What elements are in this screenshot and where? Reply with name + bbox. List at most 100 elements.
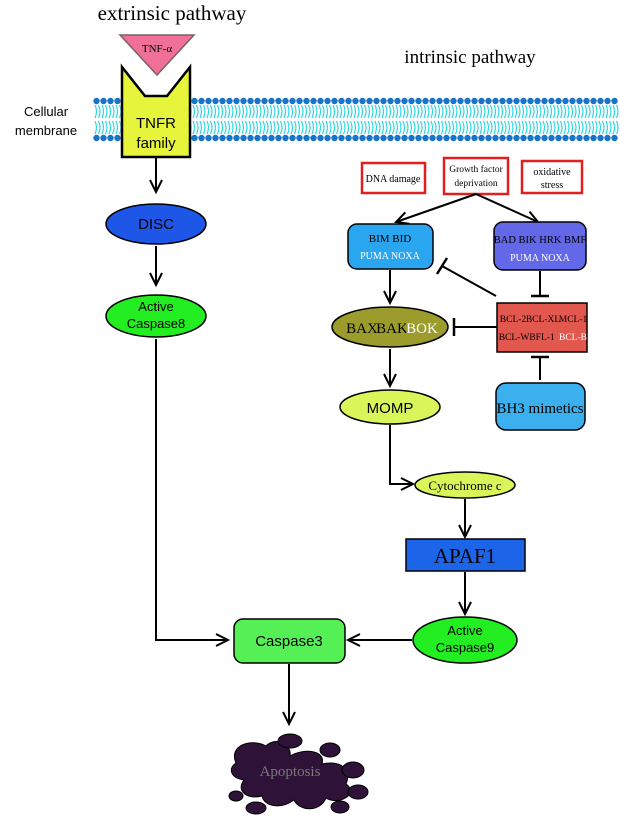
lipid-head [415,134,422,142]
bax-bak-bok-node [331,306,449,348]
stimulus-growth-line2: deprivation [454,179,498,189]
tnf-alpha-label: TNF-α [142,43,172,55]
apoptosis-label: Apoptosis [260,764,321,780]
lipid-head [583,134,590,142]
caspase8-label-line1: Active [138,299,173,314]
cytochrome-c-label: Cytochrome c [428,478,502,493]
lipid-head [324,134,331,142]
lipid-head [401,97,408,105]
lipid-head [590,97,597,105]
bclw-label: BCL-W [499,333,530,343]
lipid-head [555,134,562,142]
arrow-stimuli-to-activators [393,193,477,225]
lipid-head [373,134,380,142]
inhibit-bar-activators [435,257,449,275]
lipid-head [471,134,478,142]
lipid-head [429,134,436,142]
bak-label: BAK [376,321,408,337]
lipid-head [191,134,198,142]
lipid-head [534,97,541,105]
lipid-head [471,97,478,105]
cytochrome-c-node [414,471,516,499]
lipid-head [324,97,331,105]
lipid-head [100,97,107,105]
lipid-head [338,97,345,105]
bh3-mimetics-node [495,382,586,431]
lipid-head [303,97,310,105]
lipid-head [443,97,450,105]
lipid-head [450,134,457,142]
momp-node [339,389,441,425]
lipid-head [289,134,296,142]
lipid-head [478,97,485,105]
lipid-head [541,134,548,142]
lipid-head [107,134,114,142]
lipid-head [457,97,464,105]
arrow-stimuli-to-sensitizers [475,193,541,224]
apaf1-label: APAF1 [434,544,496,568]
lipid-head [422,134,429,142]
active-caspase8-node [105,294,207,338]
caspase9-label-line2: Caspase9 [436,640,495,655]
lipid-head [352,97,359,105]
lipid-head [534,134,541,142]
membrane-label-line1: Cellular [24,104,69,119]
inhibit-bcl-to-activators [441,265,497,297]
lipid-head [597,134,604,142]
tnfr-label-line2: family [136,135,176,152]
lipid-head [282,134,289,142]
lipid-head [191,97,198,105]
caspase3-node [233,618,346,664]
lipid-head [401,134,408,142]
lipid-head [261,97,268,105]
lipid-head [331,97,338,105]
lipid-head [415,97,422,105]
lipid-head [457,134,464,142]
bclb-label: BCL-B [559,333,587,343]
lipid-head [422,97,429,105]
caspase9-label-line1: Active [447,623,482,638]
lipid-head [464,134,471,142]
lipid-head [93,134,100,142]
lipid-head [555,97,562,105]
bfl1-label: BFL-1 [529,333,555,343]
lipid-head [240,97,247,105]
lipid-head [548,134,555,142]
lipid-head [499,134,506,142]
lipid-head [296,97,303,105]
lipid-head [597,97,604,105]
membrane-label-line2: membrane [15,123,77,138]
bh3-sensitizers-node [493,221,587,271]
lipid-head [485,97,492,105]
tnfr-receptor [120,63,192,159]
lipid-head [317,97,324,105]
lipid-head [541,97,548,105]
lipid-head [359,134,366,142]
lipid-head [107,97,114,105]
lipid-head [520,97,527,105]
extrinsic-pathway-title: extrinsic pathway [98,1,247,25]
lipid-head [492,134,499,142]
lipid-head [219,97,226,105]
lipid-head [282,97,289,105]
lipid-head [576,134,583,142]
lipid-head [429,97,436,105]
apoptosis-cell-fragments [228,733,369,815]
stimulus-oxidative-box [520,159,584,195]
lipid-head [226,134,233,142]
lipid-head [569,134,576,142]
stimulus-growth-factor-box [442,156,510,196]
active-caspase9-node [412,616,518,664]
lipid-head [233,134,240,142]
sensitizers-line2: PUMA NOXA [510,253,571,264]
lipid-head [331,134,338,142]
lipid-head [611,97,618,105]
lipid-head [114,134,121,142]
caspase3-label: Caspase3 [255,633,323,650]
lipid-head [569,97,576,105]
tnfr-label-line1: TNFR [136,115,176,132]
lipid-head [275,134,282,142]
lipid-head [114,97,121,105]
